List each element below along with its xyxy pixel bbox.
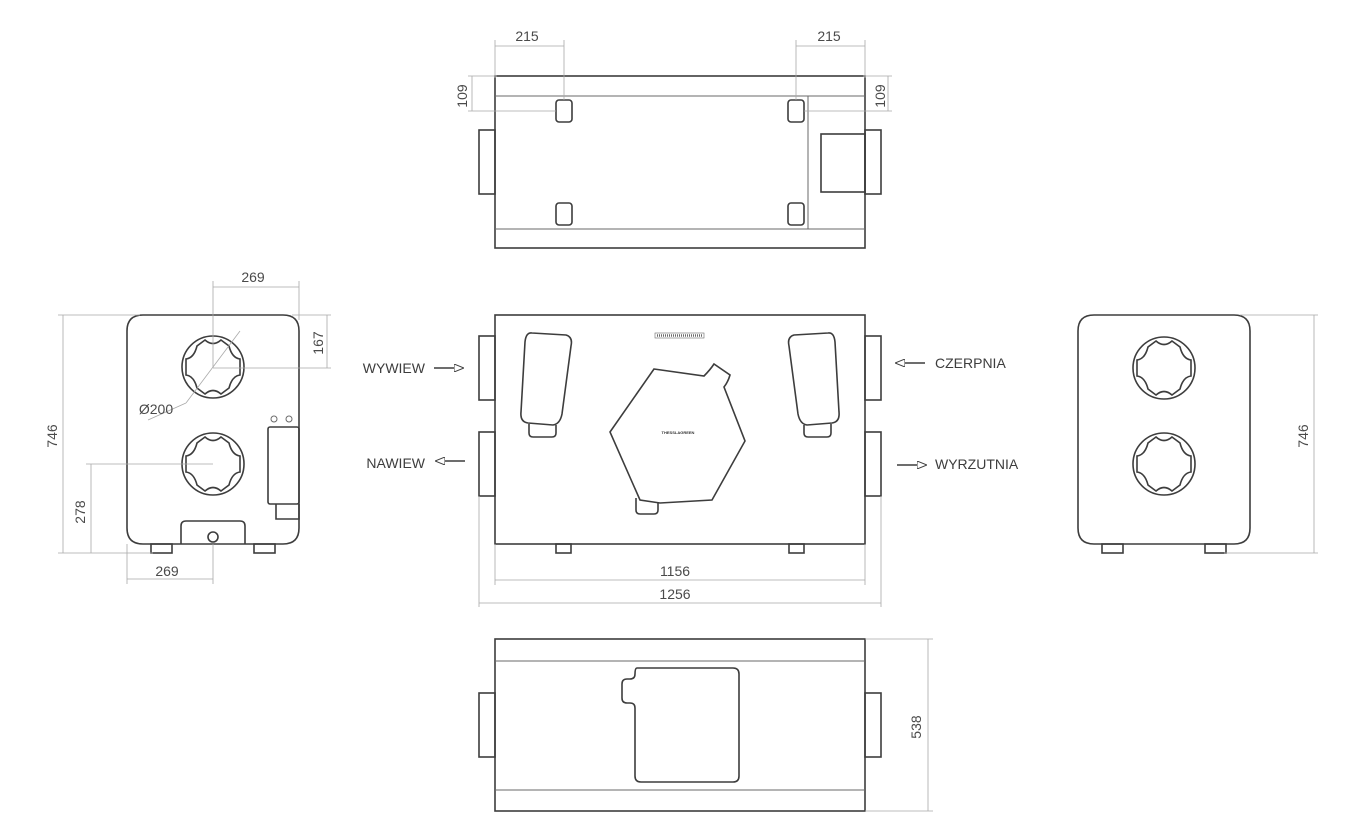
dim-side-port-diameter: Ø200 (139, 401, 173, 417)
mount-bracket (787, 99, 805, 123)
dim-side-lower-port-height: 278 (72, 500, 88, 524)
dim-right-height: 746 (1295, 424, 1311, 448)
filter-left (520, 332, 573, 426)
mount-bracket (787, 202, 805, 226)
dim-side-height-left: 746 (44, 424, 60, 448)
logo-text: THESSLAGREEN (662, 430, 695, 435)
label-nawiew: NAWIEW (366, 455, 425, 471)
upper-duct-port (1132, 336, 1196, 400)
bottom-view: 538 (478, 638, 933, 812)
left-side-view: 269 167 Ø200 746 278 269 (44, 269, 331, 584)
gear-icon (270, 415, 278, 423)
vent-grille (654, 332, 705, 339)
power-icon (285, 415, 293, 423)
dim-top-right-height: 109 (872, 84, 888, 108)
dim-top-left-width: 215 (515, 28, 539, 44)
top-view: 215 215 109 109 (454, 28, 892, 249)
service-hatch (621, 667, 740, 783)
right-side-view: 746 (1077, 314, 1318, 554)
control-box (267, 426, 300, 505)
mount-bracket (555, 99, 573, 123)
label-wywiew: WYWIEW (363, 360, 426, 376)
dim-front-total-width: 1256 (659, 586, 690, 602)
dim-side-top-offset: 269 (241, 269, 265, 285)
dim-front-inner-width: 1156 (660, 563, 690, 579)
dim-side-bottom-offset: 269 (155, 563, 179, 579)
filter-right (787, 332, 840, 426)
heat-exchanger (609, 362, 746, 504)
dim-top-left-height: 109 (454, 84, 470, 108)
mount-bracket (555, 202, 573, 226)
dim-top-right-width: 215 (817, 28, 841, 44)
dim-bottom-depth: 538 (908, 715, 924, 739)
lower-duct-port (1132, 432, 1196, 496)
drain-port (207, 531, 219, 543)
label-wyrzutnia: WYRZUTNIA (935, 456, 1019, 472)
front-view: THESSLAGREEN WYWIEW NAWIEW CZERPNIA WYRZ… (363, 314, 1019, 607)
label-czerpnia: CZERPNIA (935, 355, 1006, 371)
dim-side-port-offset: 167 (310, 331, 326, 355)
